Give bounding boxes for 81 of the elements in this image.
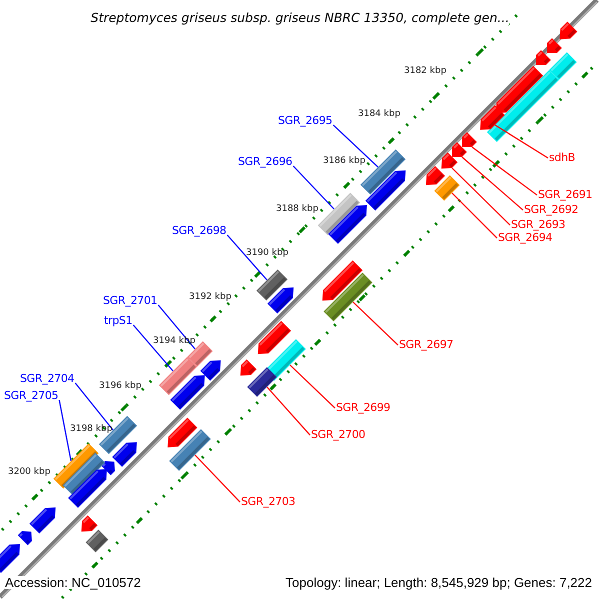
leader-line — [332, 124, 378, 168]
gene-feature — [112, 442, 137, 467]
gene-label: SGR_2694 — [498, 232, 552, 243]
gene-feature — [560, 22, 578, 40]
gene-block — [158, 356, 198, 396]
gene-label: SGR_2696 — [238, 156, 292, 167]
leader-line — [462, 156, 524, 210]
leader-line — [58, 400, 72, 462]
gene-block — [549, 52, 577, 80]
gene-block — [169, 429, 211, 471]
gene-block — [86, 530, 108, 552]
scale-label: 3188 kbp — [276, 205, 318, 214]
leader-line — [194, 454, 240, 502]
gene-feature — [547, 38, 562, 53]
scale-label: 3198 kbp — [70, 425, 112, 434]
leader-line — [74, 382, 114, 430]
leader-line — [472, 146, 538, 196]
gene-block — [247, 367, 277, 397]
gene-label: trpS1 — [104, 315, 132, 326]
genome-summary-text: Topology: linear; Length: 8,545,929 bp; Genes: 7,222 — [286, 576, 592, 589]
gene-block — [434, 175, 460, 201]
gene-block — [62, 452, 106, 496]
gene-feature — [462, 132, 477, 147]
gene-block — [256, 269, 288, 301]
leader-line — [132, 324, 174, 372]
gene-label: SGR_2691 — [538, 189, 592, 200]
gene-feature — [81, 515, 98, 532]
scale-label: 3182 kbp — [404, 67, 446, 76]
gene-label: SGR_2699 — [336, 402, 390, 413]
gene-label: SGR_2692 — [524, 204, 578, 215]
leader-line — [290, 364, 336, 408]
gene-block — [98, 416, 138, 454]
gene-feature — [170, 375, 205, 410]
gene-feature — [0, 544, 20, 573]
gene-block — [486, 70, 560, 142]
leader-line — [226, 234, 268, 280]
gene-label: SGR_2695 — [278, 115, 332, 126]
title: Streptomyces griseus subsp. griseus NBRC 13350, complete gen... — [90, 10, 510, 25]
gene-feature — [258, 320, 292, 354]
accession-text: Accession: NC_010572 — [5, 576, 141, 589]
gene-feature — [29, 507, 56, 534]
gene-feature — [426, 166, 446, 186]
gene-feature — [18, 531, 32, 546]
gene-label: sdhB — [549, 152, 576, 163]
leader-line — [266, 386, 310, 436]
gene-label: SGR_2693 — [511, 219, 566, 230]
gene-label: SGR_2700 — [311, 429, 366, 440]
gene-feature — [441, 152, 458, 169]
scale-label: 3184 kbp — [358, 110, 400, 119]
gene-label: SGR_2704 — [20, 373, 74, 384]
scale-label: 3196 kbp — [99, 382, 142, 391]
gene-label: SGR_2697 — [399, 339, 454, 350]
gene-feature — [168, 418, 198, 448]
leader-line — [352, 302, 398, 346]
gene-feature — [322, 260, 363, 301]
gene-feature — [267, 287, 294, 314]
gene-label: SGR_2698 — [172, 225, 226, 236]
gene-feature — [480, 105, 505, 130]
gene-feature — [365, 170, 406, 211]
gene-feature — [536, 50, 551, 65]
gene-feature — [68, 469, 107, 508]
gene-block — [324, 272, 372, 322]
gene-feature — [328, 205, 367, 244]
gene-feature — [240, 359, 257, 376]
leader-line — [158, 304, 196, 350]
gene-block — [318, 192, 360, 236]
scale-label: 3192 kbp — [189, 293, 232, 302]
gene-feature — [496, 66, 544, 114]
leader-line — [452, 192, 498, 238]
gene-feature — [200, 360, 221, 381]
gene-label: SGR_2701 — [103, 295, 158, 306]
scale-label: 3190 kbp — [246, 249, 288, 258]
leader-line — [494, 124, 548, 159]
gene-label: SGR_2705 — [4, 390, 58, 401]
gene-label: SGR_2703 — [241, 496, 296, 507]
scale-label: 3186 kbp — [323, 157, 366, 166]
leader-line — [452, 168, 510, 226]
leader-line — [292, 166, 334, 210]
scale-label: 3200 kbp — [8, 468, 50, 477]
gene-feature — [100, 461, 115, 476]
gene-feature — [452, 142, 467, 157]
